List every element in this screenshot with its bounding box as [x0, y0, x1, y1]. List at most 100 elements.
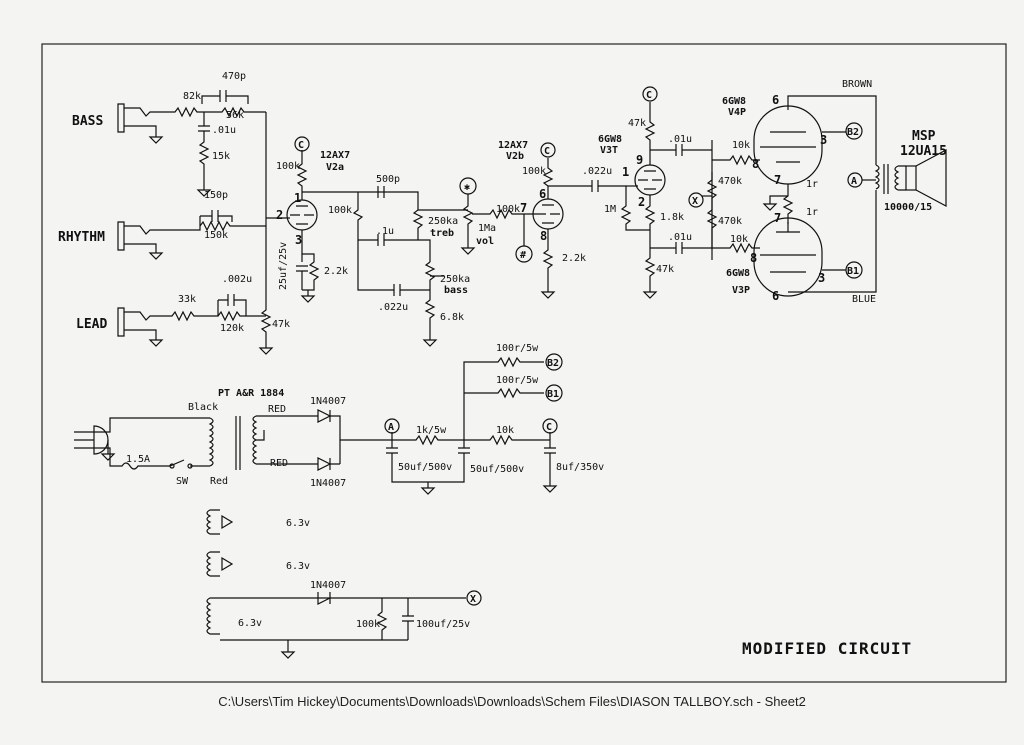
node-x-label: X: [692, 196, 698, 207]
node-star-label: ✱: [464, 182, 470, 193]
speaker-label: 12UA15: [900, 144, 947, 159]
volume-pot: [459, 177, 536, 255]
r47k-c-label: 47k: [656, 264, 674, 275]
v2a-pin3: 3: [295, 233, 302, 247]
v3p-label: V3P: [732, 285, 750, 296]
v4p-type-label: 6GW8: [722, 96, 746, 107]
c470p-label: 470p: [222, 71, 246, 82]
node-c-v2b-label: C: [544, 146, 550, 157]
r10k-a-label: 10k: [732, 140, 750, 151]
sheet-border: [41, 43, 1007, 683]
r47k-a-label: 47k: [272, 319, 290, 330]
d2-label: 1N4007: [310, 478, 346, 489]
r1r-a-label: 1r: [806, 179, 818, 190]
node-b1-tube-label: B1: [847, 266, 859, 277]
red3-label: Red: [210, 476, 228, 487]
tube-v2a: [266, 150, 419, 303]
node-c-v2b: [540, 142, 556, 158]
sw-label: SW: [176, 476, 189, 487]
node-hash: [515, 245, 533, 263]
c500p-label: 500p: [376, 174, 400, 185]
msp-label: MSP: [912, 129, 936, 144]
v3t-type-label: 6GW8: [598, 134, 622, 145]
brown-label: BROWN: [842, 79, 872, 90]
v3t-pin9: 9: [636, 153, 643, 167]
v2b-label: V2b: [506, 151, 524, 162]
node-c-v2a: [294, 136, 310, 152]
r100k-c-label: 100k: [496, 204, 520, 215]
r82k-label: 82k: [183, 91, 201, 102]
lead-input-label: LEAD: [76, 317, 107, 332]
tube-v3t: [620, 102, 718, 299]
r120k-label: 120k: [220, 323, 244, 334]
mains-plug: [74, 415, 318, 470]
d3-label: 1N4007: [310, 580, 346, 591]
v3p-pin6: 6: [772, 289, 779, 303]
r33k-label: 33k: [178, 294, 196, 305]
c50uf-2-label: 50uf/500v: [470, 464, 524, 475]
v4p-pin6: 6: [772, 93, 779, 107]
r470k-b-label: 470k: [718, 216, 742, 227]
v2b-pin7: 7: [520, 201, 527, 215]
filter-chain: [386, 356, 558, 495]
tube-v3p: [712, 190, 877, 297]
node-b2-tube-label: B2: [847, 127, 859, 138]
node-b1-psu-label: B1: [547, 389, 559, 400]
tube-v2b: [532, 158, 627, 299]
pt-label: PT A&R 1884: [218, 388, 284, 399]
node-x-psu-label: X: [470, 594, 476, 605]
node-c-psu: [542, 418, 558, 434]
r1k8-label: 1.8k: [660, 212, 684, 223]
v3t-pin2: 2: [638, 195, 645, 209]
r2k2-b-label: 2.2k: [562, 253, 586, 264]
v4p-label: V4P: [728, 107, 746, 118]
ratio-label: 10000/15: [884, 202, 932, 213]
file-path-footer: C:\Users\Tim Hickey\Documents\Downloads\…: [218, 694, 806, 709]
black-label: Black: [188, 402, 218, 413]
v3t-label: V3T: [600, 145, 618, 156]
heater1-label: 6.3v: [286, 518, 310, 529]
p250ka-bass-label: 250ka: [440, 274, 470, 285]
node-b1-psu: [545, 384, 563, 402]
v2b-pin6: 6: [539, 187, 546, 201]
c022u-a-label: .022u: [378, 302, 408, 313]
node-c-v3t-label: C: [646, 90, 652, 101]
v3p-type-label: 6GW8: [726, 268, 750, 279]
p250ka-treb-label: 250ka: [428, 216, 458, 227]
r15k-label: 15k: [212, 151, 230, 162]
d1-label: 1N4007: [310, 396, 346, 407]
v2b-pin8: 8: [540, 229, 547, 243]
v2a-pin1: 1: [294, 191, 301, 205]
r470k-a-label: 470k: [718, 176, 742, 187]
bass-network: [156, 90, 266, 197]
r6k8-label: 6.8k: [440, 312, 464, 323]
node-b2-psu-label: B2: [547, 358, 559, 369]
c50uf-1-label: 50uf/500v: [398, 462, 452, 473]
v3t-pin1: 1: [622, 165, 629, 179]
vol-label: vol: [476, 236, 494, 247]
bass-jack: [117, 103, 164, 144]
v2b-type-label: 12AX7: [498, 140, 528, 151]
node-x-psu: [466, 590, 482, 606]
r1m-label: 1M: [604, 204, 616, 215]
v2a-pin2: 2: [276, 208, 283, 222]
c01u-a-label: .01u: [212, 125, 236, 136]
r56k-label: 56k: [226, 110, 244, 121]
r47k-b-label: 47k: [628, 118, 646, 129]
heater3-label: 6.3v: [238, 618, 262, 629]
tone-stack: [352, 186, 468, 347]
r100k-heater-label: 100k: [356, 619, 380, 630]
r100k-d-label: 100k: [522, 166, 546, 177]
treb-label: treb: [430, 228, 454, 239]
node-hash-label: #: [520, 250, 526, 261]
r100k-a-label: 100k: [276, 161, 300, 172]
heater2-label: 6.3v: [286, 561, 310, 572]
node-c-v2a-label: C: [298, 140, 304, 151]
c01u-c-label: .01u: [668, 232, 692, 243]
p1ma-label: 1Ma: [478, 223, 496, 234]
rhythm-network: [156, 210, 266, 232]
v4p-pin8: 8: [752, 157, 759, 171]
lead-network: [156, 112, 274, 355]
node-b1-tube: [845, 261, 863, 279]
